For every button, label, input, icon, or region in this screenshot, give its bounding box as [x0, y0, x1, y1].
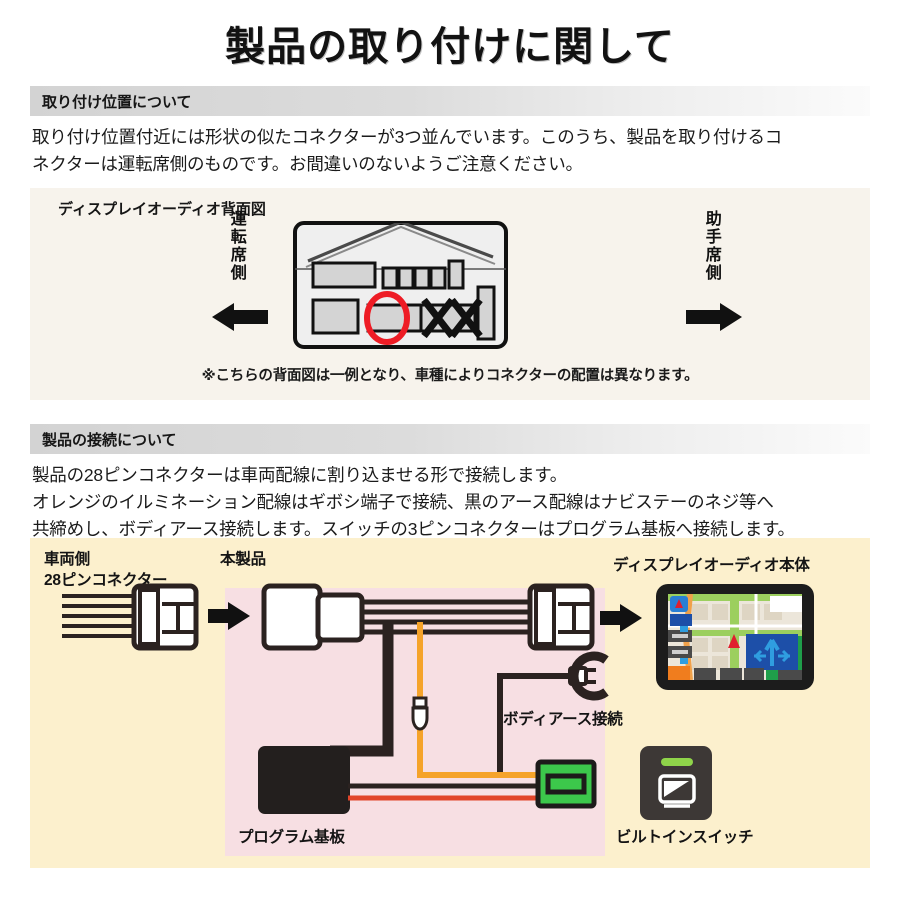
- arrow-left-icon: [212, 303, 268, 331]
- display-audio-rear-body: [293, 221, 508, 349]
- program-board-label: プログラム基板: [238, 829, 345, 846]
- wiring-diagram-panel: 車両側 28ピンコネクター 本製品 ディスプレイオーディオ本体 ボディアース接続…: [30, 538, 870, 868]
- arrow-right-icon: [600, 604, 642, 632]
- builtin-switch: [640, 746, 712, 820]
- builtin-switch-label: ビルトインスイッチ: [616, 829, 754, 846]
- section-header-label: 取り付け位置について: [42, 93, 192, 111]
- rear-view-figure-panel: ディスプレイオーディオ背面図 運転席側 助手席側: [30, 188, 870, 400]
- body-line: 共締めし、ボディアース接続します。スイッチの3ピンコネクターはプログラム基板へ接…: [32, 519, 795, 540]
- section-body-product-connection: 製品の28ピンコネクターは車両配線に割り込ませる形で接続します。 オレンジのイル…: [32, 462, 872, 543]
- page-title: 製品の取り付けに関して: [225, 25, 675, 69]
- vehicle-connector-label-line1: 車両側: [44, 551, 90, 568]
- section-header-product-connection: 製品の接続について: [30, 424, 870, 454]
- body-line: ネクターは運転席側のものです。お間違いのないようご注意ください。: [32, 154, 583, 175]
- driver-side-label: 運転席側: [227, 210, 245, 282]
- body-line: オレンジのイルミネーション配線はギボシ端子で接続、黒のアース配線はナビステーのネ…: [32, 492, 774, 513]
- body-line: 製品の28ピンコネクターは車両配線に割り込ませる形で接続します。: [32, 465, 568, 485]
- navigation-map-screen: [668, 594, 802, 680]
- section-header-install-position: 取り付け位置について: [30, 86, 870, 116]
- body-earth-label: ボディアース接続: [503, 711, 623, 728]
- vehicle-connector-label: 車両側 28ピンコネクター: [44, 550, 168, 592]
- passenger-side-label: 助手席側: [702, 210, 720, 282]
- arrow-right-icon: [686, 303, 742, 331]
- display-monitor-icon: [658, 774, 696, 808]
- product-label: 本製品: [220, 551, 266, 568]
- section-body-install-position: 取り付け位置付近には形状の似たコネクターが3つ並んでいます。このうち、製品を取り…: [32, 124, 872, 178]
- led-indicator-icon: [661, 758, 693, 766]
- vehicle-28pin-connector: [62, 583, 199, 651]
- display-audio-unit: [656, 584, 814, 690]
- body-line: 取り付け位置付近には形状の似たコネクターが3つ並んでいます。このうち、製品を取り…: [32, 127, 783, 147]
- figure-footnote: ※こちらの背面図は一例となり、車種によりコネクターの配置は異なります。: [201, 368, 699, 384]
- vehicle-connector-label-line2: 28ピンコネクター: [44, 571, 168, 589]
- section-header-label: 製品の接続について: [42, 431, 177, 449]
- figure-caption: ディスプレイオーディオ背面図: [58, 201, 266, 218]
- display-unit-label: ディスプレイオーディオ本体: [613, 557, 810, 574]
